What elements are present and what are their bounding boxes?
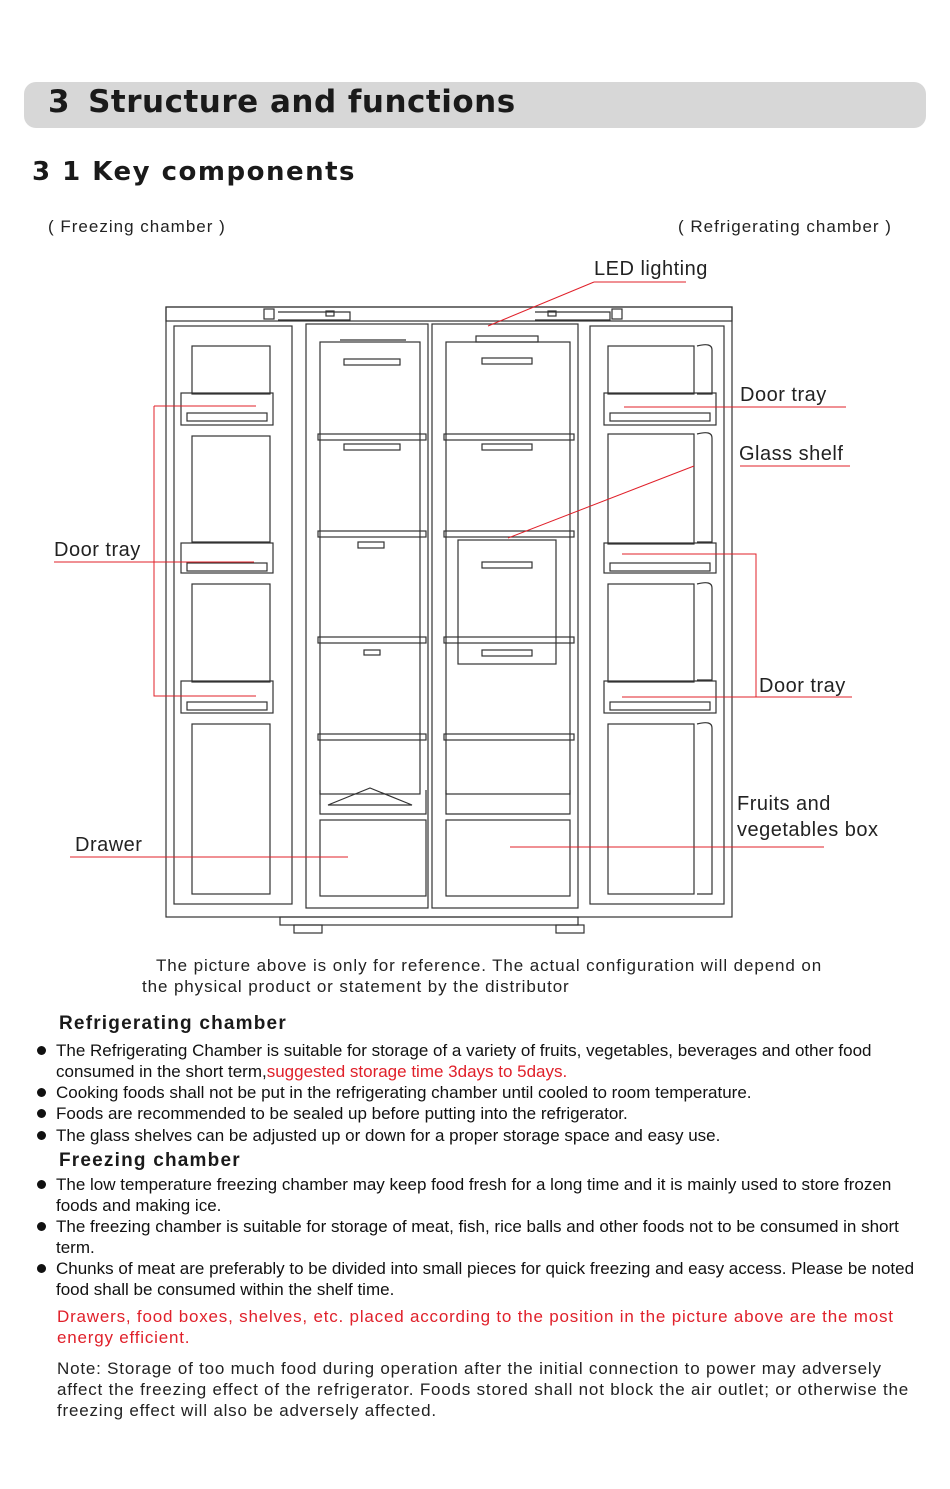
- subsection-title: 3 1 Key components: [32, 157, 357, 187]
- door-tray-label-top-right: Door tray: [740, 384, 827, 406]
- bullet-text: The glass shelves can be adjusted up or …: [56, 1126, 721, 1145]
- fruits-label-line1: Fruits and: [737, 793, 831, 815]
- section-title: 3 Structure and functions: [48, 84, 516, 120]
- drawer-label: Drawer: [75, 834, 142, 856]
- refrigerating-bullet-3: Foods are recommended to be sealed up be…: [37, 1103, 926, 1124]
- section-number: 3: [48, 84, 71, 120]
- bullet-dot: [37, 1264, 46, 1273]
- diagram-caption: The picture above is only for reference.…: [142, 955, 902, 997]
- freezing-chamber-label: ( Freezing chamber ): [48, 217, 226, 236]
- freezing-bullet-3: Chunks of meat are preferably to be divi…: [37, 1258, 926, 1300]
- storage-time-highlight: suggested storage time 3days to 5days.: [266, 1062, 568, 1081]
- bullet-text: The low temperature freezing chamber may…: [56, 1175, 892, 1215]
- storage-note: Note: Storage of too much food during op…: [57, 1359, 909, 1420]
- bullet-dot: [37, 1088, 46, 1097]
- glass-shelf-label: Glass shelf: [739, 443, 843, 465]
- refrigerator-diagram: LED lighting Door tray Glass shelf Door …: [54, 258, 879, 934]
- bullet-dot: [37, 1222, 46, 1231]
- refrigerating-bullet-1: The Refrigerating Chamber is suitable fo…: [37, 1040, 926, 1082]
- bullet-text: Cooking foods shall not be put in the re…: [56, 1083, 752, 1102]
- led-lighting-label: LED lighting: [594, 258, 708, 280]
- bullet-text: Chunks of meat are preferably to be divi…: [56, 1259, 915, 1299]
- fridge-line-art: [165, 306, 733, 934]
- bullet-text: The Refrigerating Chamber is suitable fo…: [56, 1041, 872, 1081]
- refrigerating-heading: Refrigerating chamber: [59, 1013, 287, 1034]
- refrigerating-bullet-2: Cooking foods shall not be put in the re…: [37, 1082, 926, 1103]
- fruits-label-line2: vegetables box: [737, 819, 879, 841]
- caption-line-1: The picture above is only for reference.…: [156, 956, 823, 975]
- freezing-bullet-2: The freezing chamber is suitable for sto…: [37, 1216, 926, 1258]
- bullet-dot: [37, 1109, 46, 1118]
- refrigerating-chamber-label: ( Refrigerating chamber ): [678, 217, 892, 236]
- caption-line-2: the physical product or statement by the…: [142, 977, 570, 996]
- bullet-text: The freezing chamber is suitable for sto…: [56, 1217, 899, 1257]
- bullet-dot: [37, 1180, 46, 1189]
- door-tray-label-bottom-right: Door tray: [759, 675, 846, 697]
- freezing-heading: Freezing chamber: [59, 1150, 241, 1171]
- section-title-text: Structure and functions: [88, 84, 516, 120]
- callout-leader-lines: [54, 281, 852, 858]
- bullet-text: Foods are recommended to be sealed up be…: [56, 1104, 628, 1123]
- section-header-bar: [24, 82, 926, 128]
- refrigerating-bullet-4: The glass shelves can be adjusted up or …: [37, 1125, 926, 1146]
- freezing-bullet-1: The low temperature freezing chamber may…: [37, 1174, 926, 1216]
- bullet-dot: [37, 1131, 46, 1140]
- door-tray-label-left: Door tray: [54, 539, 141, 561]
- energy-efficiency-note: Drawers, food boxes, shelves, etc. place…: [57, 1307, 894, 1347]
- bullet-dot: [37, 1046, 46, 1055]
